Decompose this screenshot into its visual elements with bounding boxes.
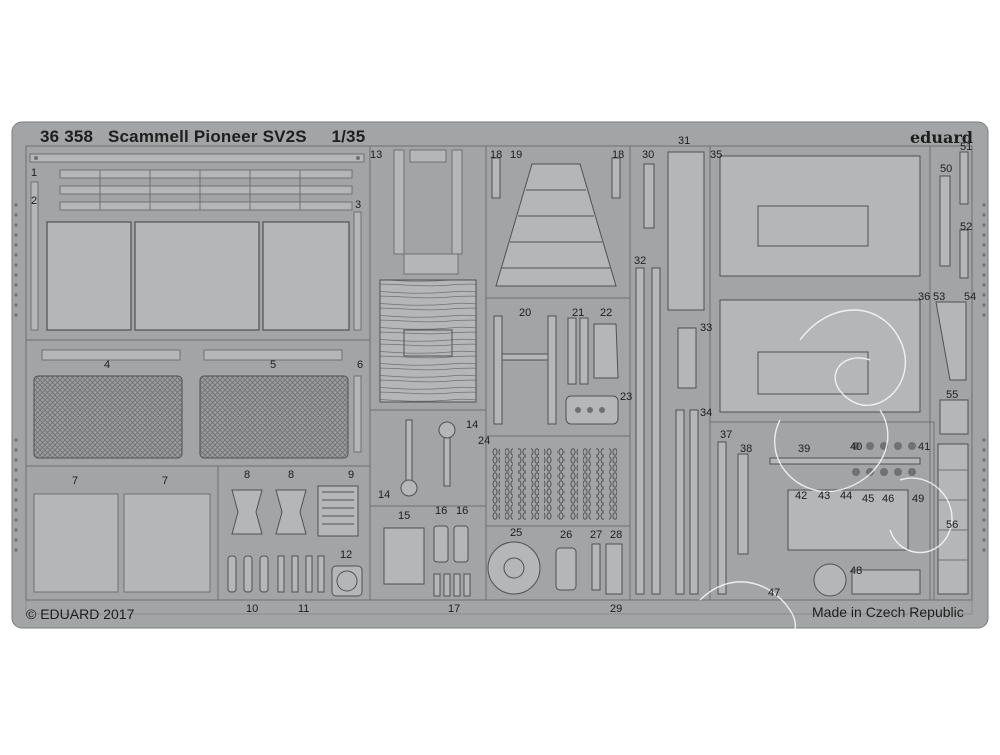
watermark-scroll-art bbox=[699, 309, 953, 649]
part-number: 32 bbox=[634, 255, 647, 267]
part-number: 19 bbox=[510, 149, 523, 161]
sheet-title: 36 358 Scammell Pioneer SV2S 1/35 bbox=[40, 127, 365, 147]
part-number: 31 bbox=[678, 135, 691, 147]
part-number: 47 bbox=[768, 587, 781, 599]
part-number: 18 bbox=[490, 149, 503, 161]
part-number: 10 bbox=[246, 603, 259, 615]
part-number: 26 bbox=[560, 529, 573, 541]
part-number: 34 bbox=[700, 407, 713, 419]
part-number: 7 bbox=[72, 475, 79, 487]
part-number: 35 bbox=[710, 149, 723, 161]
part-number: 6 bbox=[357, 359, 364, 371]
part-number: 53 bbox=[933, 291, 946, 303]
part-number: 24 bbox=[478, 435, 491, 447]
part-number: 30 bbox=[642, 149, 655, 161]
part-number: 55 bbox=[946, 389, 959, 401]
part-number: 1 bbox=[31, 167, 38, 179]
part-number: 46 bbox=[882, 493, 895, 505]
part-number: 18 bbox=[612, 149, 625, 161]
part-number: 12 bbox=[340, 549, 353, 561]
part-number: 8 bbox=[244, 469, 251, 481]
part-number: 43 bbox=[818, 490, 831, 502]
part-number: 4 bbox=[104, 359, 111, 371]
part-number: 16 bbox=[435, 505, 448, 517]
copyright-text: © EDUARD 2017 bbox=[26, 606, 135, 622]
part-number: 37 bbox=[720, 429, 733, 441]
part-number: 16 bbox=[456, 505, 469, 517]
part-number: 15 bbox=[398, 510, 411, 522]
part-number: 2 bbox=[31, 195, 38, 207]
part-number: 29 bbox=[610, 603, 623, 615]
part-number: 49 bbox=[912, 493, 925, 505]
part-number: 7 bbox=[162, 475, 169, 487]
part-number: 44 bbox=[840, 490, 853, 502]
origin-text: Made in Czech Republic bbox=[812, 604, 964, 620]
sheet-code: 36 358 bbox=[40, 127, 94, 146]
part-number: 33 bbox=[700, 322, 713, 334]
part-number: 14 bbox=[466, 419, 479, 431]
brand-logo-text: eduard bbox=[910, 128, 973, 147]
sheet-scale: 1/35 bbox=[331, 127, 366, 146]
part-number: 8 bbox=[288, 469, 295, 481]
part-number: 13 bbox=[370, 149, 383, 161]
part-number: 39 bbox=[798, 443, 811, 455]
part-number: 28 bbox=[610, 529, 623, 541]
part-number: 56 bbox=[946, 519, 959, 531]
part-number: 14 bbox=[378, 489, 391, 501]
sheet-name: Scammell Pioneer SV2S bbox=[107, 127, 307, 146]
part-number: 17 bbox=[448, 603, 461, 615]
part-number: 52 bbox=[960, 221, 973, 233]
part-number: 54 bbox=[964, 291, 977, 303]
part-number: 50 bbox=[940, 163, 953, 175]
part-number: 40 bbox=[850, 441, 863, 453]
part-number: 45 bbox=[862, 493, 875, 505]
part-number: 48 bbox=[850, 565, 863, 577]
part-number: 25 bbox=[510, 527, 523, 539]
part-number: 22 bbox=[600, 307, 613, 319]
part-number: 3 bbox=[355, 199, 362, 211]
part-number: 27 bbox=[590, 529, 603, 541]
part-number: 9 bbox=[348, 469, 355, 481]
part-number: 42 bbox=[795, 490, 808, 502]
part-number: 20 bbox=[519, 307, 532, 319]
part-number: 41 bbox=[918, 441, 931, 453]
part-number: 11 bbox=[298, 603, 310, 615]
part-number: 23 bbox=[620, 391, 633, 403]
part-number: 51 bbox=[960, 141, 973, 153]
part-number: 21 bbox=[572, 307, 585, 319]
part-number: 36 bbox=[918, 291, 931, 303]
part-number: 5 bbox=[270, 359, 277, 371]
part-number: 38 bbox=[740, 443, 753, 455]
